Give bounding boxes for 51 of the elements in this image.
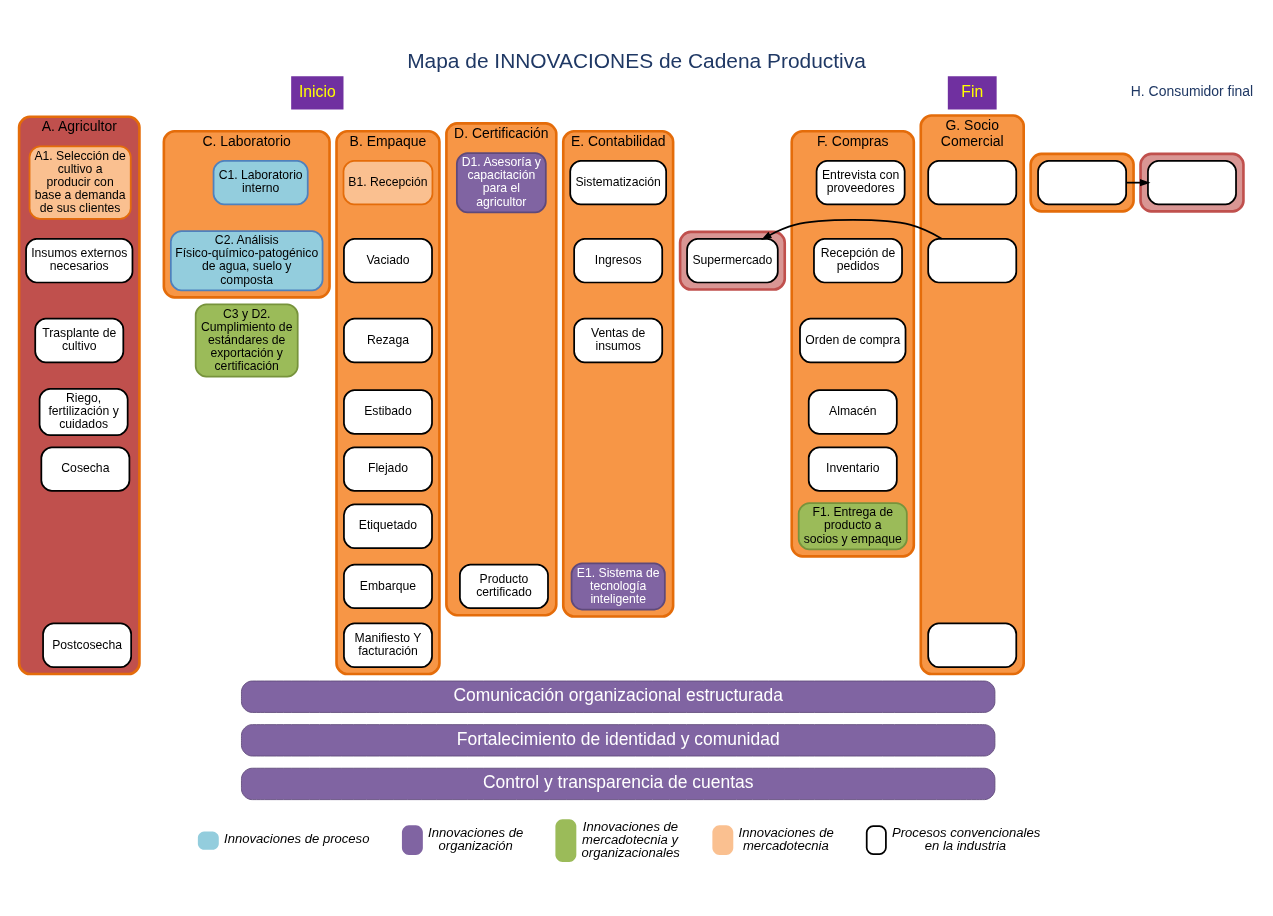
node-box xyxy=(927,160,1018,206)
arrow xyxy=(1125,179,1151,187)
node-box: Manifiesto Y facturación xyxy=(343,622,433,668)
node-box: Ventas de insumos xyxy=(573,317,664,364)
node-box: Producto certificado xyxy=(459,563,549,610)
node-box: Vaciado xyxy=(343,238,433,284)
node-box: Cosecha xyxy=(40,446,131,492)
legend-label: Innovaciones de mercadotecnia y organizacionales xyxy=(581,818,680,860)
legend-label: Innovaciones de organización xyxy=(428,824,524,853)
node-box: Fin xyxy=(947,76,997,110)
node-box: Flejado xyxy=(343,446,433,492)
node-box: Inventario xyxy=(807,446,898,492)
node-box: Embarque xyxy=(343,563,433,610)
node-box: Recepción de pedidos xyxy=(813,238,903,284)
diagram-title: Mapa de INNOVACIONES de Cadena Productiva xyxy=(407,48,866,72)
node-box: Inicio xyxy=(291,76,344,110)
node-box: Almacén xyxy=(807,389,898,435)
node-box: D1. Asesoría y capacitación para el agricultor xyxy=(456,152,547,214)
node-box xyxy=(927,238,1018,284)
node-box: A1. Selección de cultivo a producir con base a demanda de sus clientes xyxy=(28,145,132,220)
node-box: Rezaga xyxy=(343,317,433,364)
node-box: Riego, fertilización y cuidados xyxy=(38,388,129,436)
node-box: Insumos externos necesarios xyxy=(25,238,134,284)
node-box: C1. Laboratorio interno xyxy=(212,160,309,206)
node-box: Sistematización xyxy=(569,160,667,206)
cluster xyxy=(1029,152,1135,213)
cluster: G. Socio Comercial xyxy=(919,114,1025,676)
node-box: Comunicación organizacional estructurada xyxy=(241,680,996,713)
node-box: Ingresos xyxy=(573,238,664,284)
node-box: Estibado xyxy=(343,389,433,435)
node-box: Entrevista con proveedores xyxy=(815,160,906,206)
node-box xyxy=(927,622,1018,668)
legend-label: Innovaciones de proceso xyxy=(224,830,370,846)
node-box: Fortalecimiento de identidad y comunidad xyxy=(241,724,996,757)
node-box: Control y transparencia de cuentas xyxy=(241,767,996,801)
legend-label: Innovaciones de mercadotecnia xyxy=(738,824,834,853)
node-box: Supermercado xyxy=(686,238,779,284)
label: H. Consumidor final xyxy=(1130,83,1254,100)
node-box: Trasplante de cultivo xyxy=(34,317,125,364)
node-box: Orden de compra xyxy=(799,317,907,364)
node-box xyxy=(1147,160,1237,206)
node-box: Etiquetado xyxy=(343,503,433,549)
node-box: F1. Entrega de producto a socios y empaque xyxy=(797,502,908,551)
node-box: Postcosecha xyxy=(42,622,132,668)
arrow xyxy=(761,219,943,241)
node-box: B1. Recepción xyxy=(342,160,434,206)
node-box xyxy=(1037,160,1127,206)
legend-label: Procesos convencionales en la industria xyxy=(892,824,1041,853)
node-box: C3 y D2. Cumplimiento de estándares de exportación y certificación xyxy=(194,303,299,378)
node-box: E1. Sistema de tecnología inteligente xyxy=(570,562,666,611)
node-box: C2. Análisis Físico-químico-patogénico de agua, suelo y composta xyxy=(169,230,324,292)
